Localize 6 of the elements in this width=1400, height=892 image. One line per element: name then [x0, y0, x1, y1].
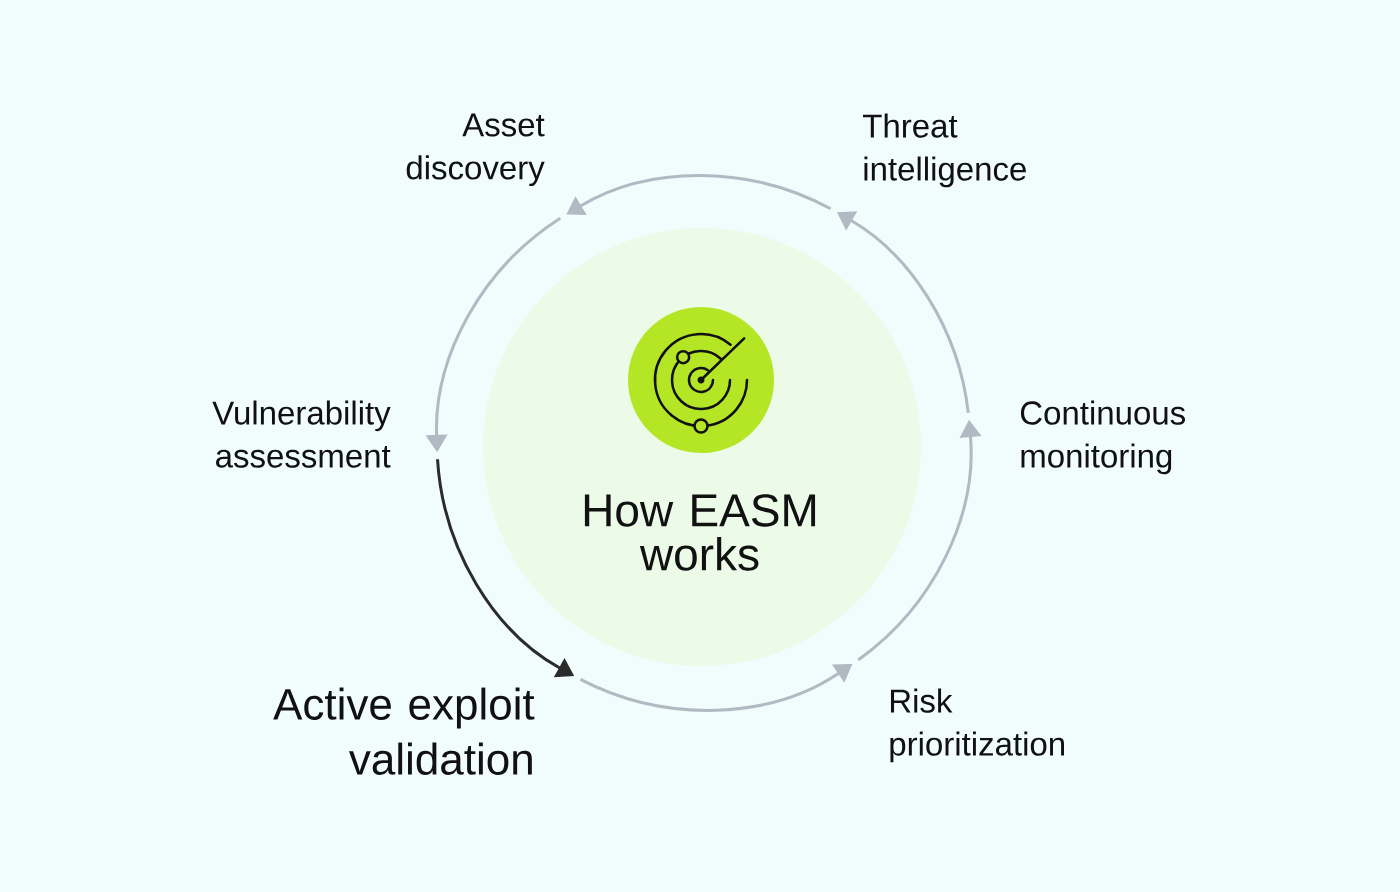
step-label: Asset discovery: [406, 113, 545, 187]
step-label: Risk prioritization: [890, 688, 1064, 763]
step-label: Threat intelligence: [863, 113, 1026, 188]
step-label: Active exploit validation: [273, 687, 535, 775]
step-label: Vulnerability assessment: [212, 400, 391, 468]
step-label: Continuous monitoring: [1020, 400, 1185, 475]
